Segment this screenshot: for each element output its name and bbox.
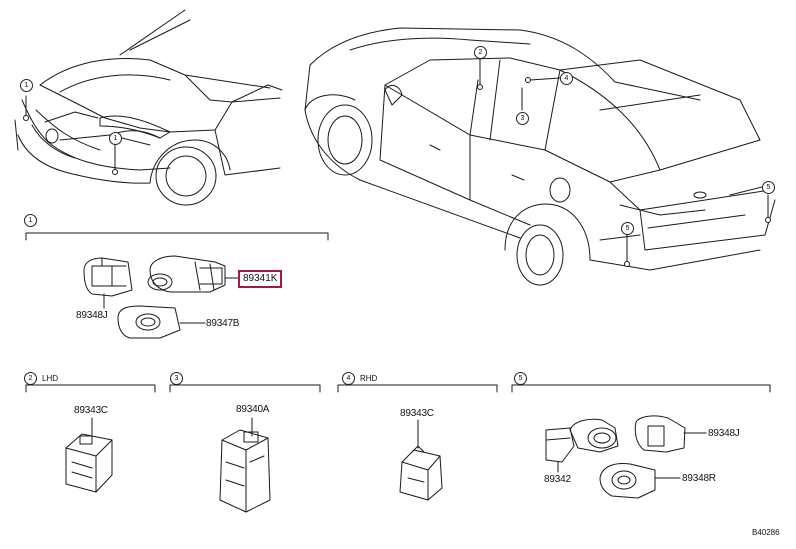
section-5-drawing bbox=[546, 416, 706, 498]
section-2-note: LHD bbox=[42, 374, 59, 383]
part-89343c-lhd-label[interactable]: 89343C bbox=[74, 405, 108, 416]
section-1-drawing bbox=[26, 233, 328, 338]
diagram-code: B40286 bbox=[752, 528, 780, 537]
callout-1-front: 1 bbox=[109, 132, 122, 145]
part-89341k-highlight[interactable]: 89341K bbox=[238, 270, 283, 288]
section-2-drawing bbox=[66, 418, 112, 492]
callout-5-rear: 5 bbox=[621, 222, 634, 235]
section-4-drawing bbox=[400, 420, 442, 500]
section-4-note: RHD bbox=[360, 374, 378, 383]
part-89348r-label[interactable]: 89348R bbox=[682, 473, 716, 484]
section-brackets bbox=[26, 385, 770, 392]
part-89340a-label[interactable]: 89340A bbox=[236, 404, 270, 415]
part-89348j-s5-label[interactable]: 89348J bbox=[708, 428, 740, 439]
callout-5-right: 5 bbox=[762, 181, 775, 194]
part-89343c-rhd-label[interactable]: 89343C bbox=[400, 408, 434, 419]
section-1-badge: 1 bbox=[24, 214, 37, 227]
rear-car-drawing bbox=[305, 28, 775, 285]
section-2-badge: 2 bbox=[24, 372, 37, 385]
section-5-badge: 5 bbox=[514, 372, 527, 385]
callout-2: 2 bbox=[474, 46, 487, 59]
section-3-drawing bbox=[220, 418, 270, 512]
front-car-drawing bbox=[15, 10, 282, 205]
part-89347b-label[interactable]: 89347B bbox=[206, 318, 240, 329]
section-4-badge: 4 bbox=[342, 372, 355, 385]
section-3-badge: 3 bbox=[170, 372, 183, 385]
part-89348j-label[interactable]: 89348J bbox=[76, 310, 108, 321]
callout-3: 3 bbox=[516, 112, 529, 125]
part-89342-label[interactable]: 89342 bbox=[544, 474, 571, 485]
callout-1-left: 1 bbox=[20, 79, 33, 92]
callout-4: 4 bbox=[560, 72, 573, 85]
